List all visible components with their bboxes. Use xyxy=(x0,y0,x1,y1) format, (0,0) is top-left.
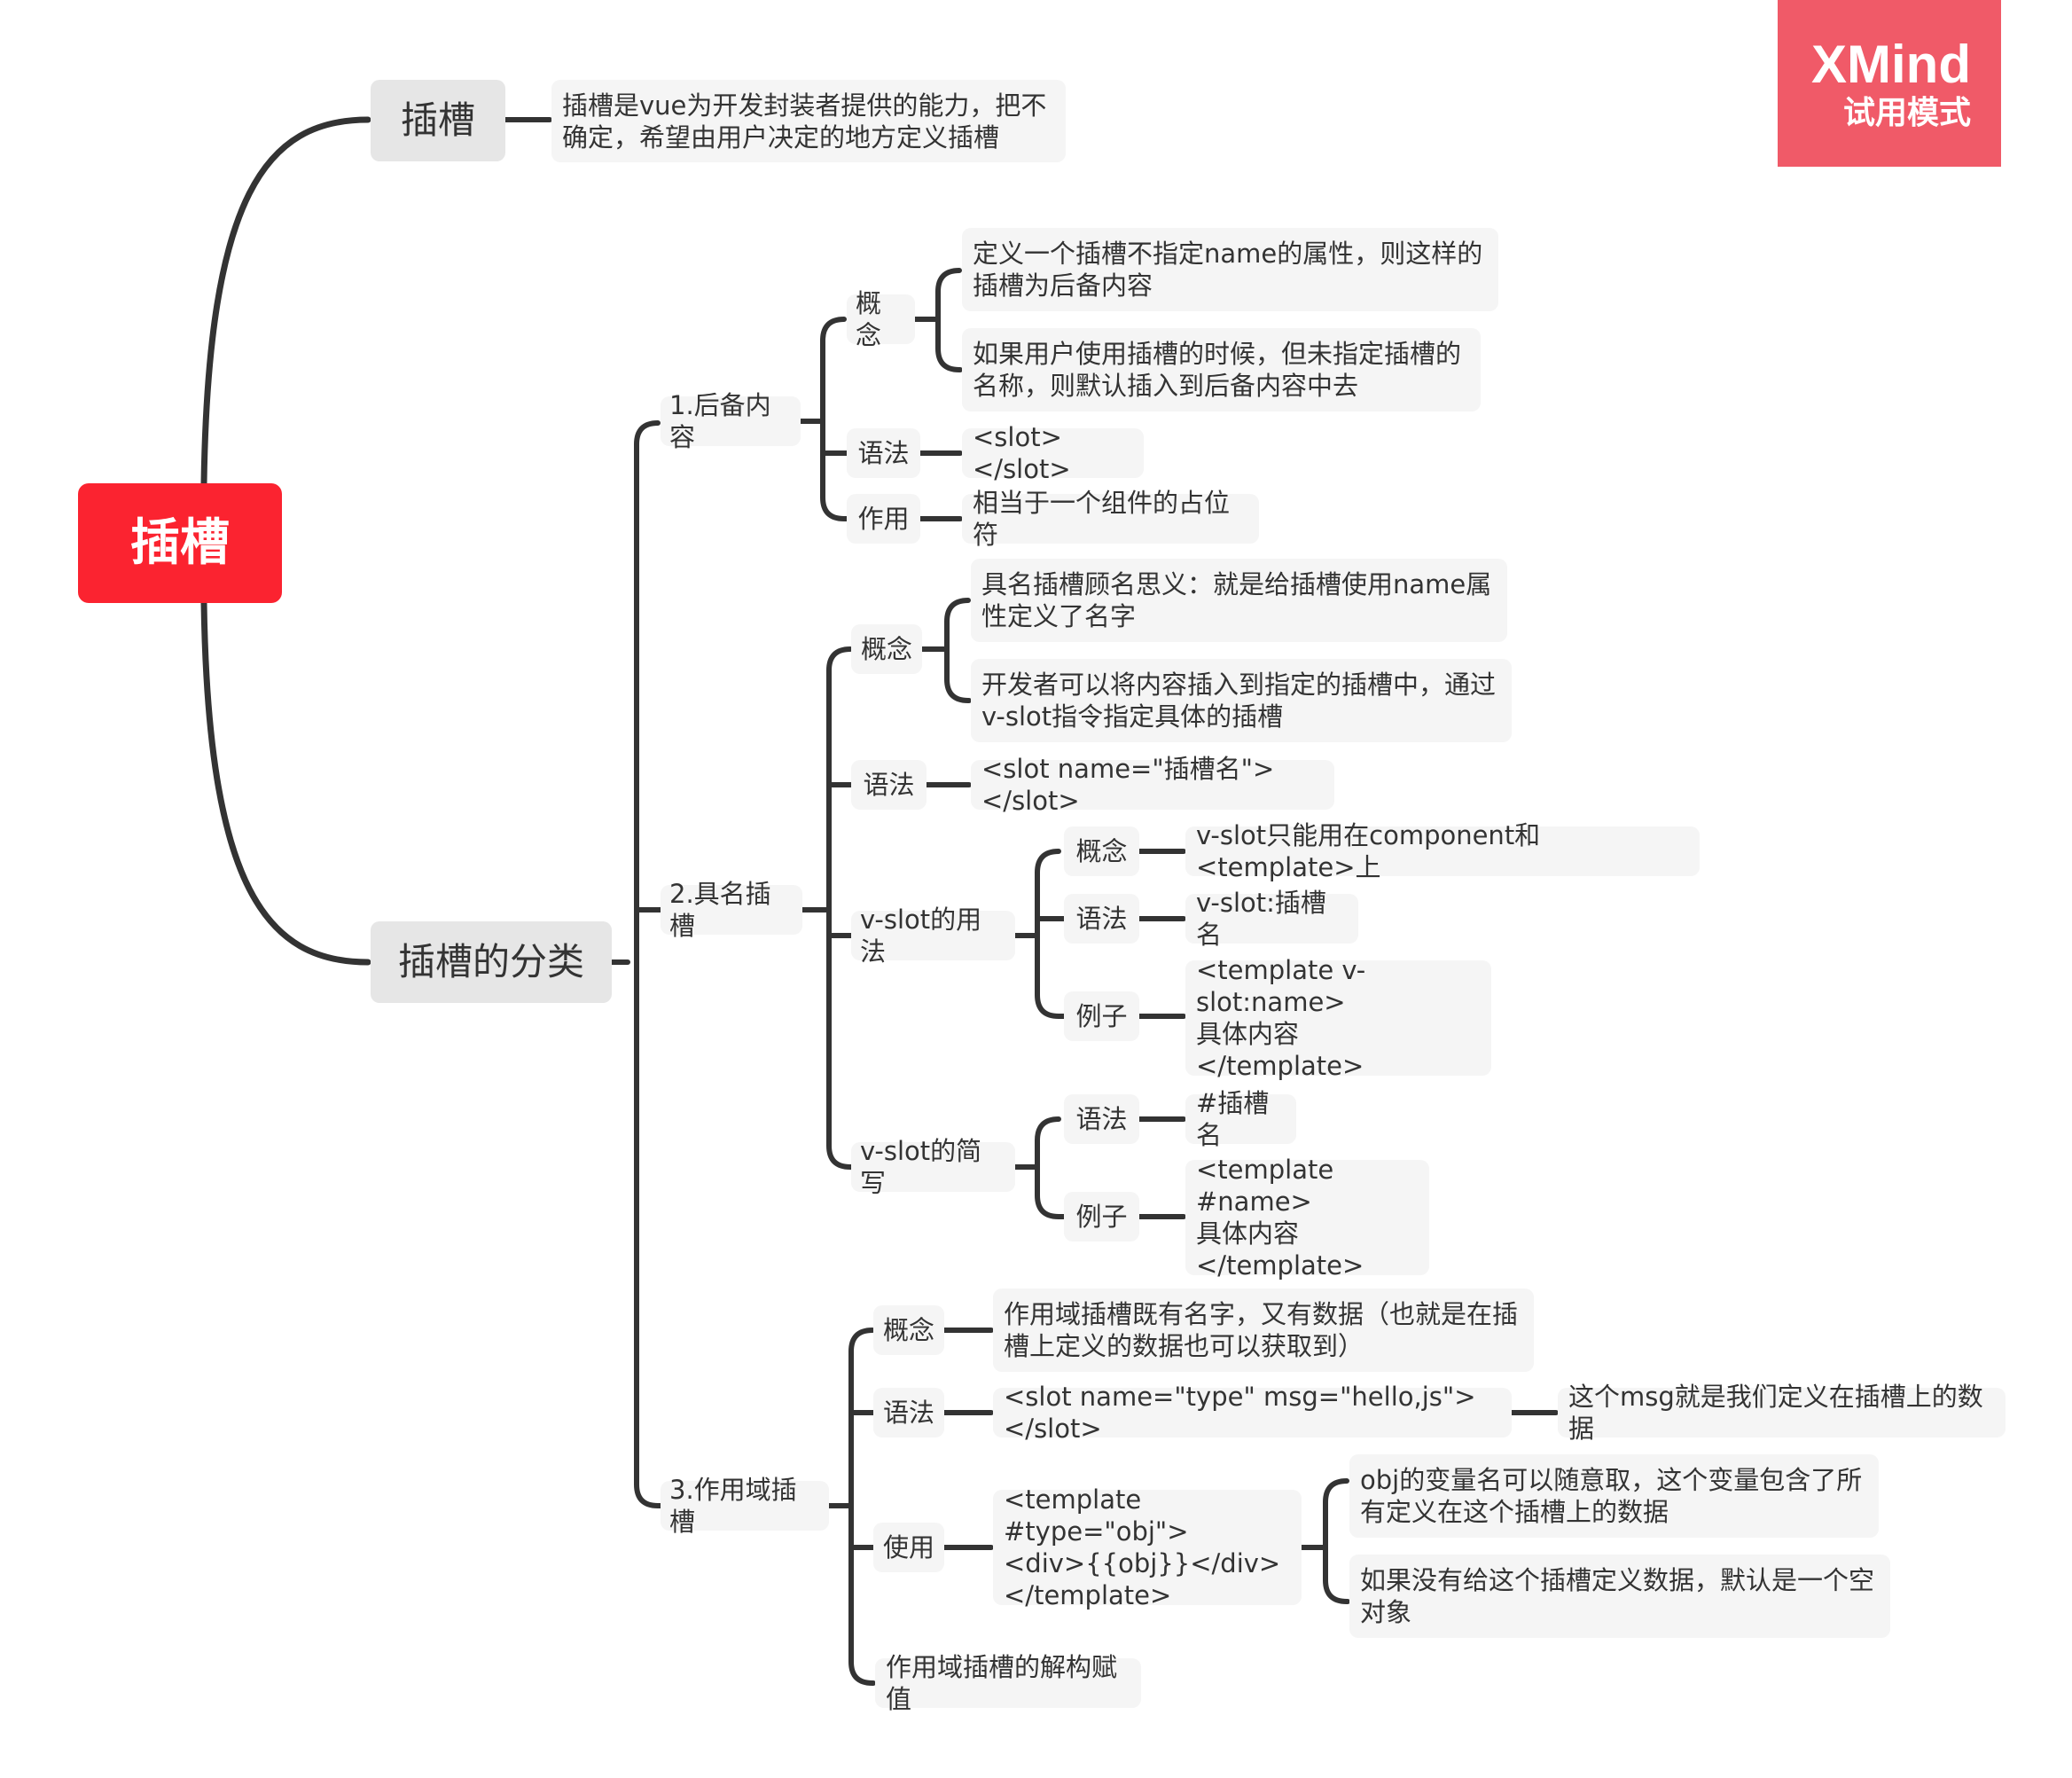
connector-vslot-short-leaves xyxy=(1137,1116,1186,1219)
fallback-concept-1[interactable]: 定义一个插槽不指定name的属性，则这样的插槽为后备内容 xyxy=(962,228,1498,311)
fallback-concept-2[interactable]: 如果用户使用插槽的时候，但未指定插槽的名称，则默认插入到后备内容中去 xyxy=(962,328,1481,411)
vslot-short-syntax-label[interactable]: 语法 xyxy=(1064,1094,1139,1144)
named-concept-2[interactable]: 开发者可以将内容插入到指定的插槽中，通过v-slot指令指定具体的插槽 xyxy=(971,659,1512,742)
connector-fallback-children xyxy=(798,317,849,521)
category-named[interactable]: 2.具名插槽 xyxy=(661,879,802,941)
fallback-usage[interactable]: 相当于一个组件的占位符 xyxy=(962,488,1259,550)
connector-root-types xyxy=(200,599,371,966)
topic-intro[interactable]: 插槽 xyxy=(371,80,505,161)
watermark-brand: XMind xyxy=(1811,35,1971,94)
connector-vslot-usage xyxy=(1013,849,1067,1019)
topic-types[interactable]: 插槽的分类 xyxy=(371,921,612,1003)
root-topic[interactable]: 插槽 xyxy=(78,483,282,603)
xmind-trial-watermark: XMind 试用模式 xyxy=(1778,0,2001,167)
scoped-usage-note-1[interactable]: obj的变量名可以随意取，这个变量包含了所有定义在这个插槽上的数据 xyxy=(1349,1454,1879,1538)
connector-named-children xyxy=(800,646,854,1170)
vslot-usage-syntax[interactable]: v-slot:插槽名 xyxy=(1185,888,1358,950)
vslot-short-example-label[interactable]: 例子 xyxy=(1064,1192,1139,1241)
connector-named-concept xyxy=(919,598,972,703)
connector-scoped-children xyxy=(826,1328,876,1686)
connector-fallback-concept xyxy=(912,268,963,372)
vslot-usage-example-label[interactable]: 例子 xyxy=(1064,991,1139,1041)
named-concept-label[interactable]: 概念 xyxy=(851,624,922,674)
scoped-syntax-label[interactable]: 语法 xyxy=(873,1388,944,1437)
scoped-syntax[interactable]: <slot name="type" msg="hello,js"></slot> xyxy=(993,1382,1512,1444)
watermark-mode: 试用模式 xyxy=(1842,95,1971,131)
vslot-usage-example[interactable]: <template v-slot:name> 具体内容 </template> xyxy=(1185,955,1491,1081)
scoped-concept[interactable]: 作用域插槽既有名字，又有数据（也就是在插槽上定义的数据也可以获取到） xyxy=(993,1288,1534,1372)
fallback-concept-label[interactable]: 概念 xyxy=(847,288,915,350)
fallback-syntax-label[interactable]: 语法 xyxy=(847,428,920,478)
vslot-usage-concept[interactable]: v-slot只能用在component和<template>上 xyxy=(1185,820,1700,882)
scoped-usage-label[interactable]: 使用 xyxy=(873,1523,944,1572)
named-syntax-label[interactable]: 语法 xyxy=(851,760,927,810)
scoped-usage[interactable]: <template #type="obj"> <div>{{obj}}</div… xyxy=(993,1484,1302,1610)
note-intro[interactable]: 插槽是vue为开发封装者提供的能力，把不确定，希望由用户决定的地方定义插槽 xyxy=(551,80,1066,162)
scoped-usage-note-2[interactable]: 如果没有给这个插槽定义数据，默认是一个空对象 xyxy=(1349,1555,1890,1638)
vslot-short-title[interactable]: v-slot的简写 xyxy=(851,1136,1015,1198)
vslot-usage-title[interactable]: v-slot的用法 xyxy=(851,905,1015,967)
vslot-usage-concept-label[interactable]: 概念 xyxy=(1064,826,1139,876)
vslot-short-syntax[interactable]: #插槽名 xyxy=(1185,1088,1296,1150)
category-scoped[interactable]: 3.作用域插槽 xyxy=(661,1475,829,1537)
fallback-usage-label[interactable]: 作用 xyxy=(847,494,920,544)
scoped-concept-label[interactable]: 概念 xyxy=(873,1305,944,1355)
named-syntax[interactable]: <slot name="插槽名"></slot> xyxy=(971,754,1334,816)
connector-types-categories xyxy=(609,420,663,1508)
vslot-usage-syntax-label[interactable]: 语法 xyxy=(1064,894,1139,944)
scoped-destructure[interactable]: 作用域插槽的解构赋值 xyxy=(875,1652,1141,1714)
category-fallback[interactable]: 1.后备内容 xyxy=(661,390,801,452)
named-concept-1[interactable]: 具名插槽顾名思义：就是给插槽使用name属性定义了名字 xyxy=(971,559,1507,642)
connector-scoped-usage xyxy=(942,1478,1350,1604)
connector-vslot-short xyxy=(1013,1116,1067,1219)
scoped-syntax-note[interactable]: 这个msg就是我们定义在插槽上的数据 xyxy=(1558,1382,2006,1444)
fallback-syntax[interactable]: <slot></slot> xyxy=(962,422,1144,484)
connector-vslot-usage-leaves xyxy=(1137,849,1186,1019)
vslot-short-example[interactable]: <template #name> 具体内容 </template> xyxy=(1185,1155,1429,1281)
connector-root-intro xyxy=(200,116,371,487)
